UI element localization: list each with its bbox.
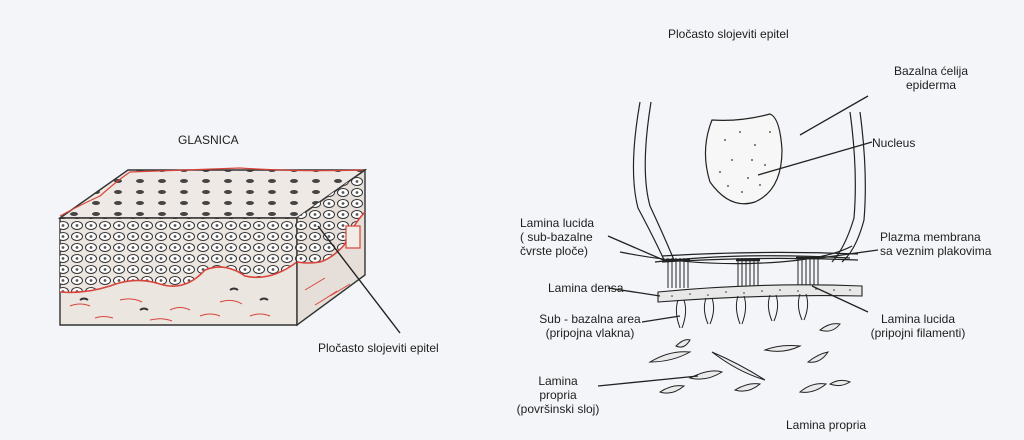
tissue-block-front-face (59, 217, 298, 326)
left-figure-title: GLASNICA (178, 133, 239, 147)
label-lamina-lucida-right-line2: (pripojni filamenti) (870, 326, 966, 340)
label-sub-bazalna-line1: Sub - bazalna area (539, 312, 641, 326)
label-nucleus: Nucleus (872, 136, 916, 150)
label-lamina-densa: Lamina densa (548, 281, 624, 295)
label-lamina-propria-bottom: Lamina propria (786, 418, 867, 432)
anchoring-fibrils (675, 293, 809, 329)
label-lamina-lucida-left-line3: čvrste ploče) (520, 244, 589, 258)
label-plazma-membrana-line1: Plazma membrana (880, 230, 981, 244)
lamina-densa-band (657, 284, 863, 303)
label-sub-bazalna: Sub - bazalna area (pripojna vlakna) (530, 312, 650, 340)
tissue-block-side-face (296, 168, 366, 327)
label-lamina-propria-left-line1: Lamina (538, 374, 578, 388)
tissue-block-top-face (57, 167, 368, 219)
hemidesmosomes (666, 256, 820, 288)
label-lamina-lucida-right: Lamina lucida (pripojni filamenti) (858, 312, 978, 340)
label-lamina-propria-left: Lamina propria (površinski sloj) (498, 374, 618, 416)
left-leader-line (317, 225, 401, 334)
label-lamina-lucida-right-line1: Lamina lucida (880, 312, 956, 326)
label-lamina-lucida-left-line1: Lamina lucida (520, 216, 595, 230)
right-leader-lines (597, 95, 879, 387)
label-bazalna-celija-line1: Bazalna ćelija (893, 64, 969, 78)
fibroblasts (648, 323, 852, 394)
label-sub-bazalna-line2: (pripojna vlakna) (545, 326, 635, 340)
label-lamina-propria-left-line3: (površinski sloj) (516, 402, 600, 416)
label-bazalna-celija: Bazalna ćelija epiderma (876, 64, 986, 92)
label-lamina-propria-left-line2: propria (539, 388, 577, 402)
label-bazalna-celija-line2: epiderma (905, 78, 957, 92)
label-lamina-lucida-left: Lamina lucida ( sub-bazalne čvrste ploče… (520, 216, 594, 258)
left-figure-label: Pločasto slojeviti epitel (318, 341, 439, 355)
right-figure-title: Pločasto slojeviti epitel (668, 27, 789, 41)
nucleus-shape (704, 113, 783, 205)
label-lamina-lucida-left-line2: ( sub-bazalne (520, 230, 593, 244)
label-plazma-membrana-line2: sa veznim plakovima (880, 244, 992, 258)
label-plazma-membrana: Plazma membrana sa veznim plakovima (880, 230, 991, 258)
